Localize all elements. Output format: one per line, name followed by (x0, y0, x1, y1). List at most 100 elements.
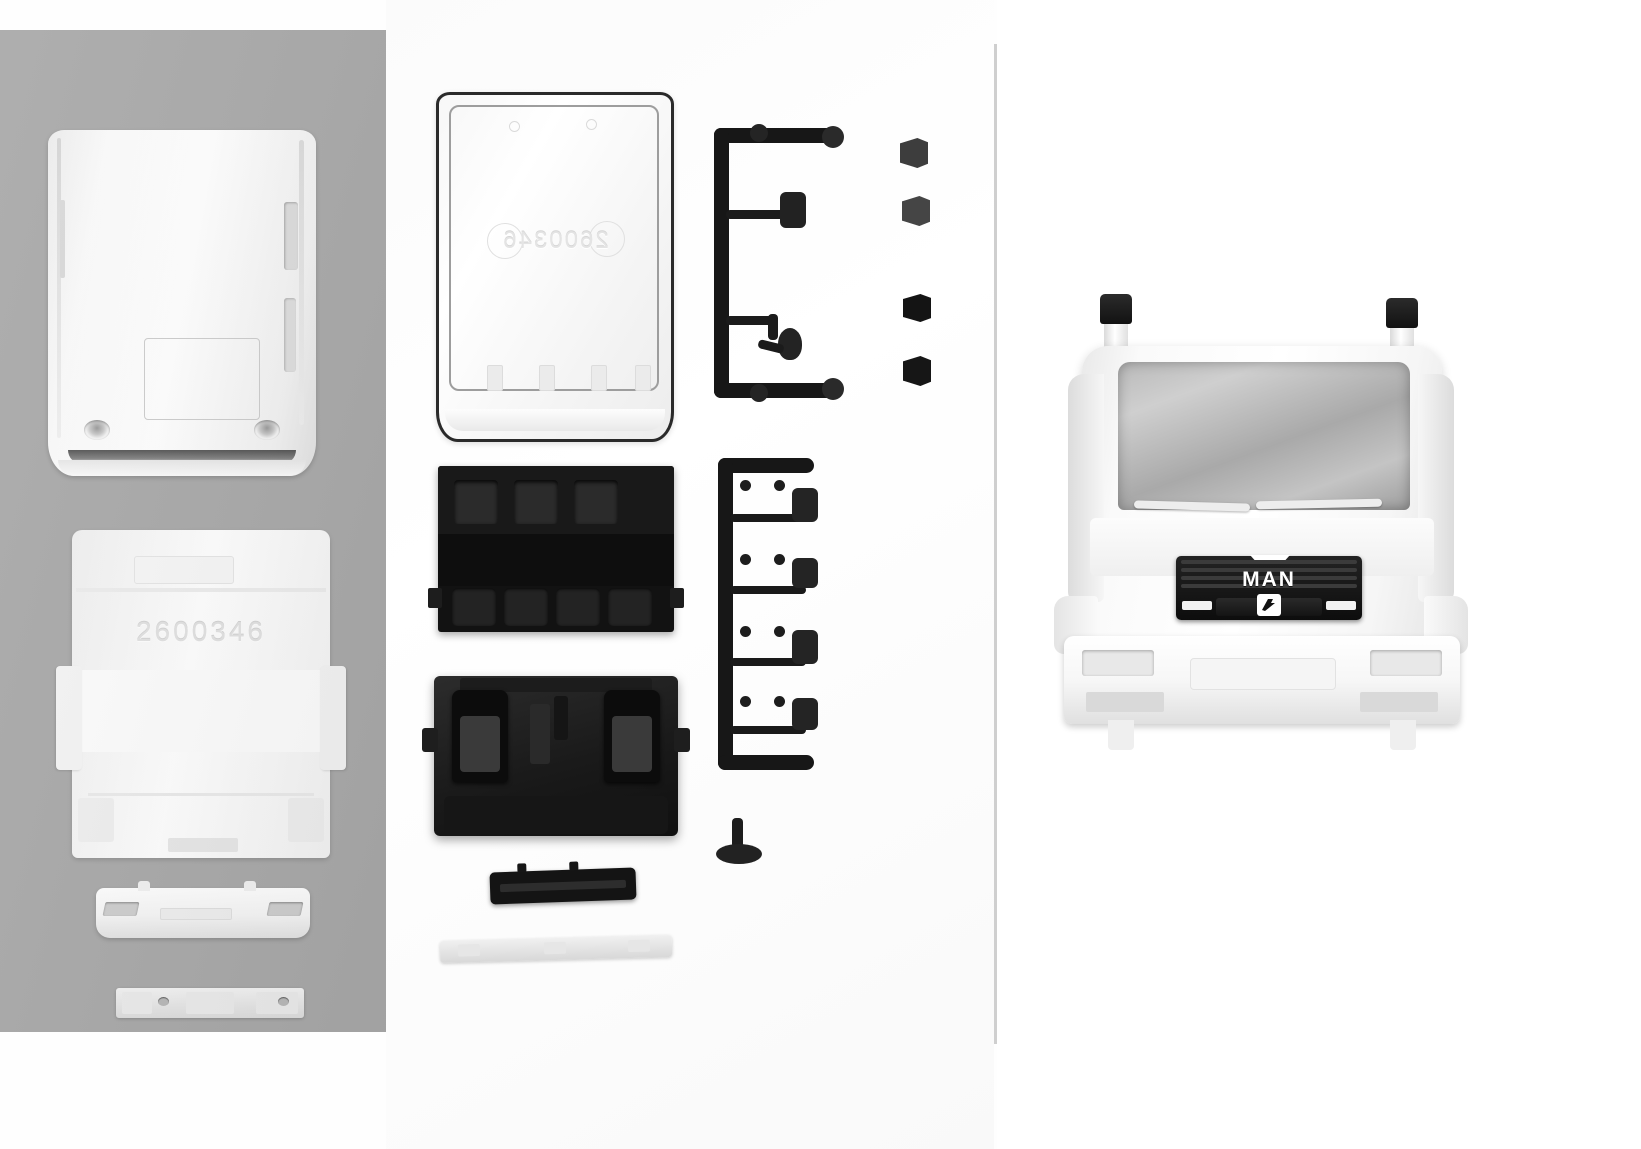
sprue-lower-mirror-4 (792, 698, 818, 730)
loose-fitting-3 (903, 294, 931, 322)
grille-slat-1 (1181, 560, 1357, 564)
sprue-lower-rail-top (718, 458, 814, 473)
bracket-hole-right (278, 997, 289, 1006)
rear-panel-bottom-notch (168, 838, 238, 852)
bumper-lamp-slot-right (1370, 650, 1442, 676)
floor-dash-lip (460, 678, 652, 692)
gear-lever-boss (554, 696, 568, 740)
glazing-lower-sill (445, 409, 665, 431)
roof-lower-lip (58, 460, 306, 476)
part-mirror-arm-sprue-upper (706, 124, 844, 402)
exhaust-cap-right (1386, 298, 1418, 328)
part-mirror-arm-sprue-lower (712, 458, 822, 770)
gear-knob-base (716, 844, 762, 864)
man-wordmark: MAN (1242, 568, 1296, 591)
bumper-leg-right (1390, 720, 1416, 750)
sprue-lower-stud-7 (740, 696, 751, 707)
part-sill-trim-strip (489, 861, 637, 905)
sprue-lower-stud-3 (740, 554, 751, 565)
bumper-step-left (1086, 692, 1164, 712)
dashboard-lug-left (428, 588, 442, 608)
sprue-lower-rail-side (718, 458, 733, 770)
sill-strip-pin-left (517, 863, 527, 873)
part-front-bumper (96, 881, 310, 938)
bracket-segment-2 (186, 992, 234, 1014)
bumper-centre-slot (160, 908, 232, 920)
rear-panel-ridge (76, 588, 326, 592)
bumper-pin-right (244, 881, 256, 891)
dashboard-pad-2 (504, 588, 548, 626)
bracket-segment-3 (256, 992, 298, 1014)
sprue-lower-stud-6 (774, 626, 785, 637)
glazing-tab-3 (591, 365, 607, 391)
glazing-locating-dot-right (586, 119, 597, 130)
grille-top-notch (1250, 555, 1290, 563)
part-step-bracket (116, 988, 304, 1018)
dashboard-pad-1 (452, 588, 496, 626)
rear-panel-tab-left (78, 798, 114, 842)
seat-cushion-right (612, 716, 652, 772)
roof-panel-line (144, 338, 260, 420)
part-interior-floor-with-seats (422, 676, 690, 836)
sprue-upper-knob-top-right (822, 126, 844, 148)
windshield-glass (1118, 362, 1410, 510)
glazing-locating-dot-left (509, 121, 520, 132)
exhaust-cap-left (1100, 294, 1132, 324)
sprue-lower-cross-2 (730, 586, 806, 594)
bracket-segment-1 (122, 992, 152, 1014)
cross-member-notch-3 (627, 939, 651, 953)
floor-peg-right (674, 728, 690, 752)
front-bumper-assembled (1064, 636, 1460, 750)
grille-slat-2 (1181, 568, 1357, 572)
sprue-lower-cross-3 (730, 658, 806, 666)
dashboard-lug-right (670, 588, 684, 608)
roof-slot-right-lower (284, 298, 296, 372)
mirror-head-1 (780, 192, 806, 228)
man-lion-icon (1259, 596, 1279, 614)
panel-divider (994, 44, 997, 1044)
sill-strip-pin-right (569, 861, 579, 871)
seat-right (604, 690, 660, 782)
assembled-truck-cab: MAN (1046, 294, 1476, 770)
mirror-elbow-2 (768, 314, 778, 340)
seat-cushion-left (460, 716, 500, 772)
sprue-upper-rail-bottom (714, 383, 842, 398)
dashboard-pad-3 (556, 588, 600, 626)
sprue-lower-mirror-1 (792, 488, 818, 522)
roof-bolt-hole-right (254, 420, 280, 440)
bumper-step-right (1360, 692, 1438, 712)
roof-bolt-hole-left (84, 420, 110, 440)
bumper-lamp-recess-right (266, 902, 304, 916)
part-windscreen-glazing: 2600346 (436, 92, 674, 442)
part-rear-wall-panel: 2600346 (56, 530, 346, 858)
sprue-lower-cross-4 (730, 726, 806, 734)
bumper-leg-left (1108, 720, 1134, 750)
rear-panel-tab-right (288, 798, 324, 842)
bumper-centre-panel (1190, 658, 1336, 690)
grille-marker-lamp-right (1326, 601, 1356, 610)
loose-fitting-4 (903, 356, 931, 386)
grille-slat-4 (1181, 584, 1357, 588)
dashboard-mid-slab (438, 534, 674, 586)
seat-left (452, 690, 508, 782)
floor-peg-left (422, 728, 438, 752)
sprue-lower-cross-1 (730, 514, 806, 522)
rear-panel-top-tab (134, 556, 234, 584)
sprue-lower-mirror-2 (792, 558, 818, 588)
sprue-upper-knob-top-middle (750, 124, 768, 142)
sprue-upper-knob-bottom-right (822, 378, 844, 400)
grille-marker-lamp-left (1182, 601, 1212, 610)
dashboard-vent-1 (454, 480, 498, 524)
molded-part-number: 2600346 (135, 616, 266, 647)
sprue-lower-stud-4 (774, 554, 785, 565)
glazing-circle-right (589, 221, 625, 257)
mirror-arm-2 (726, 316, 774, 325)
engine-tunnel (530, 704, 550, 764)
dashboard-vent-3 (574, 480, 618, 524)
glazing-tab-1 (487, 365, 503, 391)
rear-panel-lower-line (88, 793, 314, 796)
bracket-hole-left (158, 997, 169, 1006)
glazing-circle-left (487, 223, 523, 259)
rear-panel-wing-left (56, 666, 82, 770)
